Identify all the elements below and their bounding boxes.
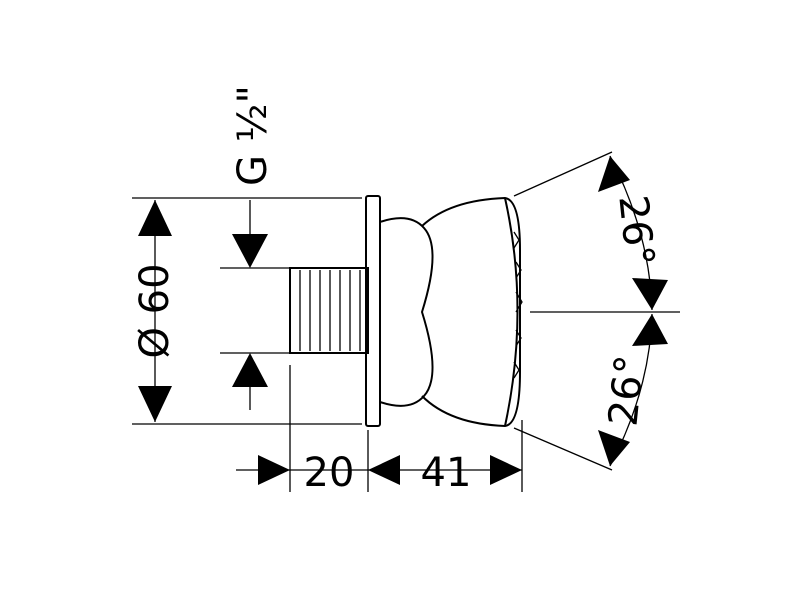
angle-top-label: 26°	[609, 193, 662, 268]
thread-label: G ½"	[230, 85, 276, 186]
thread-dimension: G ½"	[220, 85, 290, 410]
angle-bottom-label: 26°	[600, 353, 653, 428]
diameter-label: Ø 60	[132, 263, 178, 358]
angle-dimensions: 26° 26°	[513, 151, 680, 471]
angle-top-arrow-lower	[632, 278, 668, 310]
angle-bottom-arrow-upper	[632, 314, 668, 346]
body-length-label: 41	[421, 450, 472, 496]
length-dimensions: 20 41	[236, 365, 523, 496]
diameter-arrow-bottom	[138, 386, 172, 422]
angle-bottom-arrow-lower	[598, 430, 630, 466]
wall-flange	[365, 195, 381, 427]
shower-head-body	[379, 196, 523, 428]
diameter-arrow-top	[138, 200, 172, 236]
thread-length-label: 20	[304, 450, 355, 496]
angle-top-arrow-upper	[598, 156, 630, 192]
body-length-arrow-right	[490, 455, 522, 485]
diameter-dimension: Ø 60	[132, 197, 362, 425]
thread-arrow-bottom	[232, 353, 268, 387]
body-length-arrow-left	[368, 455, 400, 485]
threaded-connector	[289, 267, 369, 354]
thread-length-arrow	[258, 455, 290, 485]
thread-arrow-top	[232, 234, 268, 268]
